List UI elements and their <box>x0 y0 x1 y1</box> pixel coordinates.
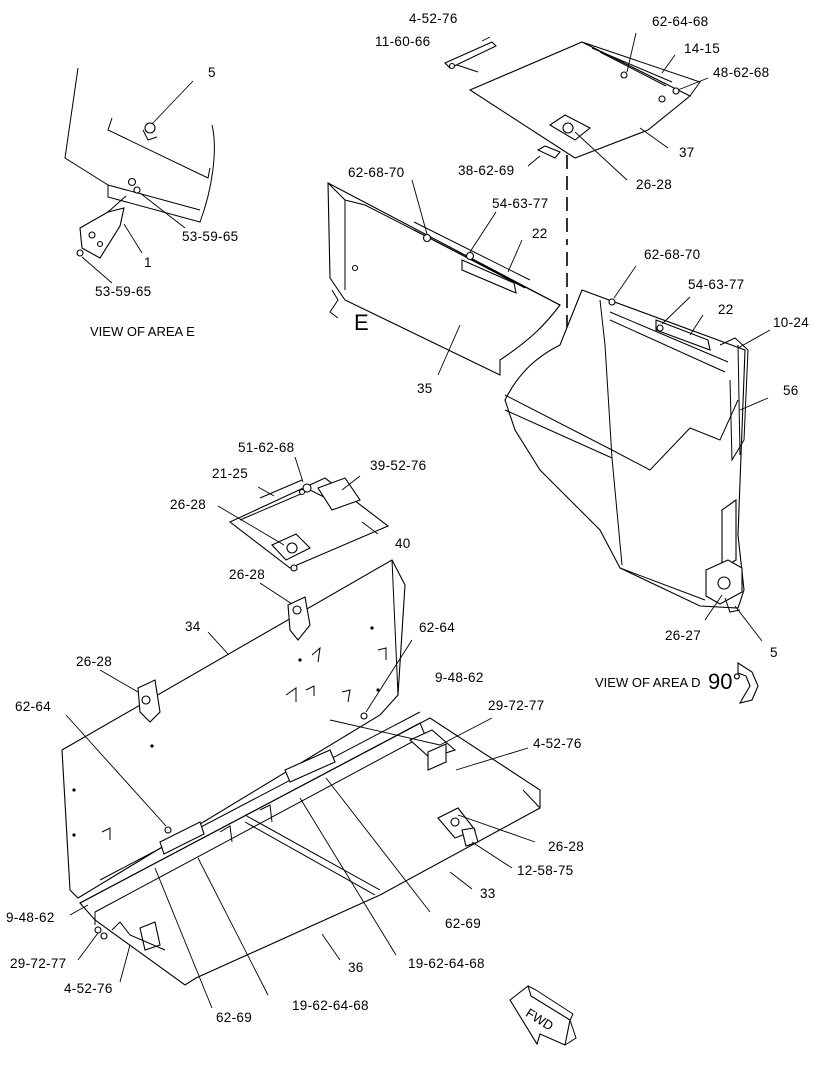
callout-22-right: 22 <box>718 302 734 317</box>
caption-area-e-letter: E <box>354 310 369 335</box>
callout-36: 36 <box>348 960 364 975</box>
callout-34: 34 <box>185 619 201 634</box>
callout-4-52-76-b: 4-52-76 <box>533 736 582 751</box>
callout-39-52-76: 39-52-76 <box>370 458 426 473</box>
callout-14-15: 14-15 <box>684 41 720 56</box>
callout-40: 40 <box>395 536 411 551</box>
callout-5-area-e: 5 <box>208 65 216 80</box>
callout-62-64-68: 62-64-68 <box>652 14 708 29</box>
panel-34-group <box>61 559 413 899</box>
base-panel-group <box>69 711 541 1009</box>
callout-10-24: 10-24 <box>773 315 809 330</box>
callout-37: 37 <box>679 145 695 160</box>
callout-22-left: 22 <box>532 226 548 241</box>
callout-11-60-66: 11-60-66 <box>375 34 430 49</box>
callout-53-59-65-a: 53-59-65 <box>182 229 238 244</box>
callout-62-64-b: 62-64 <box>15 699 51 714</box>
callout-54-63-77-left: 54-63-77 <box>492 196 548 211</box>
caption-view-area-d: VIEW OF AREA D <box>595 675 700 690</box>
callout-5-area-d: 5 <box>770 645 778 660</box>
rotation-arrow-icon <box>737 661 759 704</box>
callout-62-69-a: 62-69 <box>445 916 481 931</box>
bracket-40-group <box>217 456 390 572</box>
callout-56: 56 <box>783 383 799 398</box>
callout-1: 1 <box>144 255 152 270</box>
fwd-arrow-icon <box>509 985 577 1046</box>
area-d-detail <box>504 265 771 642</box>
callout-26-28-a: 26-28 <box>170 497 206 512</box>
callout-12-58-75: 12-58-75 <box>517 863 573 878</box>
callout-51-62-68: 51-62-68 <box>238 440 294 455</box>
callout-29-72-77-a: 29-72-77 <box>488 698 544 713</box>
callout-4-52-76-c: 4-52-76 <box>64 981 113 996</box>
panel-35-group <box>327 179 561 376</box>
callout-62-64-a: 62-64 <box>419 620 455 635</box>
area-e-detail <box>64 67 215 284</box>
callout-21-25: 21-25 <box>212 466 248 481</box>
callout-29-72-77-b: 29-72-77 <box>10 956 66 971</box>
callout-38-62-69: 38-62-69 <box>458 163 514 178</box>
callout-9-48-62-a: 9-48-62 <box>435 670 484 685</box>
callout-26-27: 26-27 <box>665 628 701 643</box>
callout-26-28-d: 26-28 <box>548 839 584 854</box>
callout-48-62-68: 48-62-68 <box>713 65 769 80</box>
callout-54-63-77-right: 54-63-77 <box>688 277 744 292</box>
callout-19-62-64-68-b: 19-62-64-68 <box>292 998 369 1013</box>
callout-26-28-top: 26-28 <box>636 177 672 192</box>
callout-26-28-b: 26-28 <box>229 567 265 582</box>
callout-53-59-65-b: 53-59-65 <box>95 284 151 299</box>
callout-26-28-c: 26-28 <box>76 654 112 669</box>
callout-35: 35 <box>417 381 433 396</box>
callout-62-68-70-right: 62-68-70 <box>644 247 700 262</box>
callout-19-62-64-68-a: 19-62-64-68 <box>408 956 485 971</box>
caption-view-area-e: VIEW OF AREA E <box>90 324 195 339</box>
callout-labels: 4-52-76 11-60-66 62-64-68 14-15 48-62-68… <box>6 11 809 1034</box>
callout-4-52-76-top: 4-52-76 <box>409 11 458 26</box>
callout-62-69-b: 62-69 <box>216 1010 252 1025</box>
callout-9-48-62-b: 9-48-62 <box>6 910 55 925</box>
callout-62-68-70-left: 62-68-70 <box>348 165 404 180</box>
panel-37-group <box>444 32 709 181</box>
caption-rotation: 90° <box>708 669 741 694</box>
callout-33: 33 <box>480 886 496 901</box>
